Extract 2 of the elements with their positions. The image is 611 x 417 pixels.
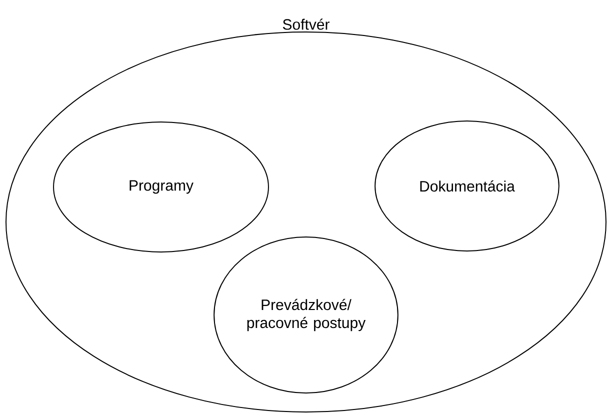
heading: Softvér — [282, 18, 330, 30]
outer-ellipse — [6, 18, 606, 412]
